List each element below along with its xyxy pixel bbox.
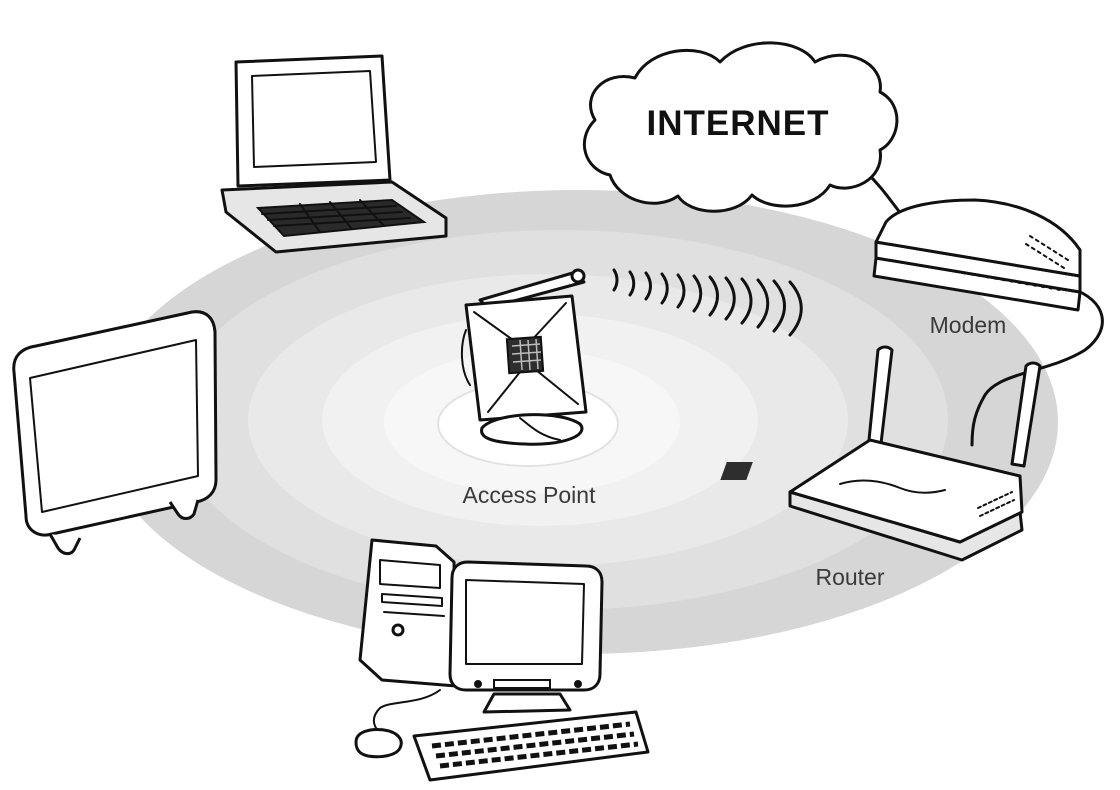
router-label: Router	[815, 564, 884, 590]
monitor-icon	[14, 312, 216, 554]
keyboard-icon	[414, 712, 648, 780]
modem-label: Modem	[930, 312, 1007, 338]
mouse-icon	[356, 730, 401, 757]
standalone-monitor	[14, 312, 216, 554]
internet-cloud: INTERNET	[584, 43, 897, 211]
access-point-label: Access Point	[463, 482, 597, 508]
desktop-computer-icon	[360, 540, 602, 712]
laptop-icon	[222, 56, 446, 252]
laptop	[222, 56, 446, 252]
internet-label: INTERNET	[647, 104, 830, 143]
